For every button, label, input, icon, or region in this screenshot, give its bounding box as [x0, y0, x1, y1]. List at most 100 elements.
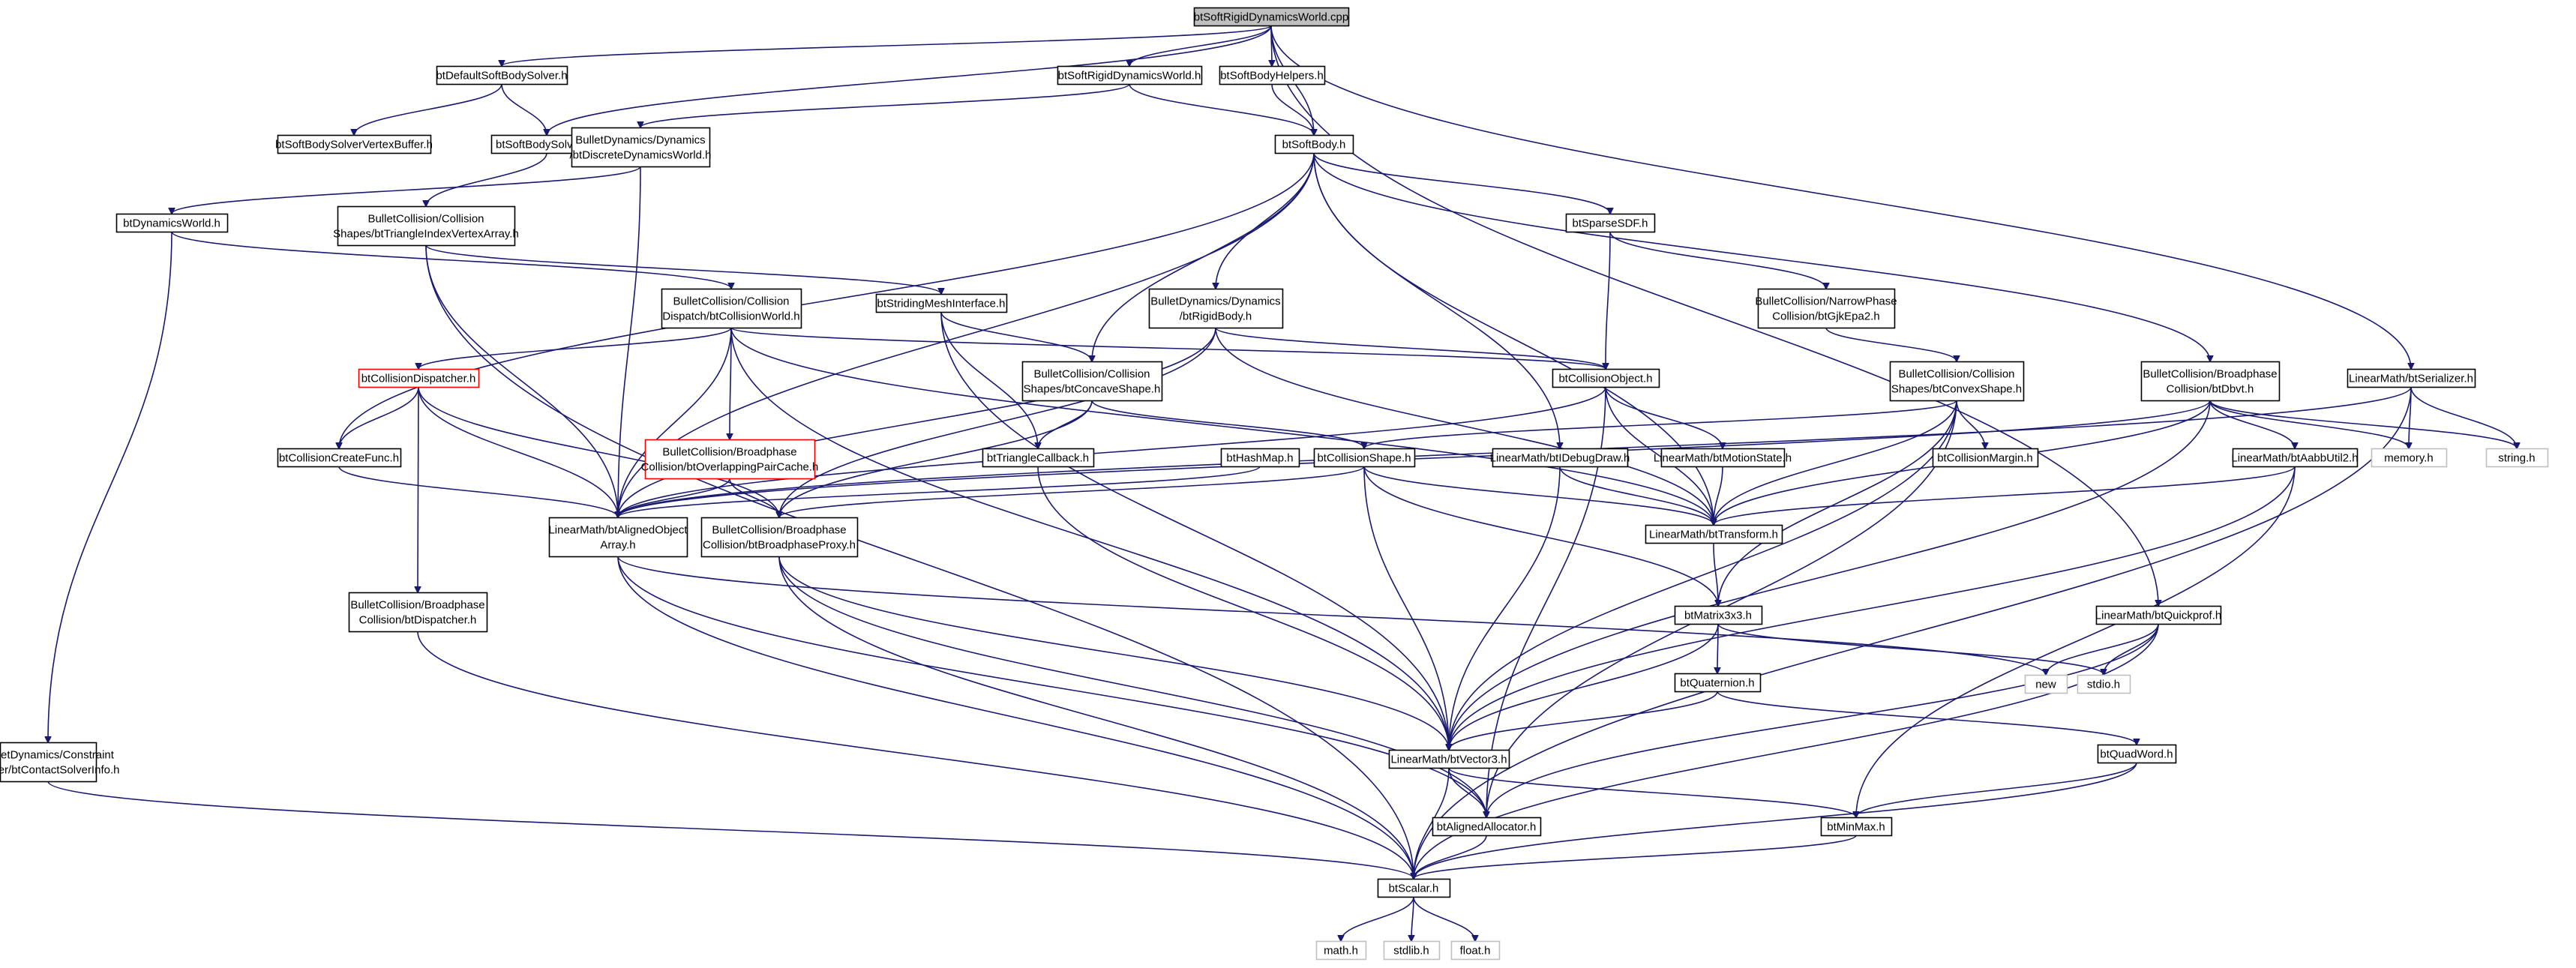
file-node-srdw_h[interactable]: btSoftRigidDynamicsWorld.h: [1057, 65, 1203, 85]
file-node-sparsesdf[interactable]: btSparseSDF.h: [1565, 213, 1656, 233]
node-label: BulletCollision/Collision: [673, 295, 789, 307]
node-label: memory.h: [2384, 451, 2434, 464]
node-label: LinearMath/btTransform.h: [1649, 528, 1778, 541]
file-node-discrete[interactable]: BulletDynamics/Dynamics/btDiscreteDynami…: [570, 127, 712, 168]
node-box: [1492, 448, 1629, 468]
edge-softbody-to-dbvt: [1313, 152, 2210, 361]
file-node-trivert[interactable]: BulletCollision/CollisionShapes/btTriang…: [333, 205, 519, 247]
file-node-memory[interactable]: memory.h: [2371, 448, 2448, 468]
file-node-constraint[interactable]: BulletDynamics/ConstraintSolver/btContac…: [0, 742, 119, 783]
file-node-colworld[interactable]: BulletCollision/CollisionDispatch/btColl…: [661, 288, 802, 329]
file-node-math[interactable]: math.h: [1315, 940, 1367, 961]
edge-colshape-to-bproxy: [779, 466, 1365, 517]
file-node-helpers[interactable]: btSoftBodyHelpers.h: [1219, 65, 1326, 85]
node-label: btTriangleCallback.h: [987, 451, 1089, 464]
file-node-scalar[interactable]: btScalar.h: [1377, 878, 1451, 898]
edge-colworld-to-dispatcher: [418, 327, 732, 369]
edge-root-to-solvers: [547, 25, 1272, 135]
file-node-gjkepa[interactable]: BulletCollision/NarrowPhaseCollision/btG…: [1755, 288, 1897, 329]
file-node-defsolver[interactable]: btDefaultSoftBodySolver.h: [436, 65, 568, 85]
node-box: [1432, 817, 1542, 837]
edge-colshape-to-vector3: [1363, 466, 1449, 750]
edge-aabbutil-to-transform: [1714, 466, 2296, 525]
file-node-float[interactable]: float.h: [1450, 940, 1501, 961]
node-label: Dispatch/btCollisionWorld.h: [662, 310, 799, 322]
node-label: string.h: [2498, 451, 2535, 464]
file-node-allocator[interactable]: btAlignedAllocator.h: [1432, 817, 1542, 837]
file-node-motionstate[interactable]: LinearMath/btMotionState.h: [1654, 448, 1792, 468]
edge-softbody-to-rigidbody: [1216, 152, 1315, 289]
file-node-stdio[interactable]: stdio.h: [2077, 674, 2131, 694]
node-box: [2095, 605, 2222, 625]
file-node-bproxy[interactable]: BulletCollision/BroadphaseCollision/btBr…: [700, 517, 859, 558]
file-node-softbody[interactable]: btSoftBody.h: [1274, 134, 1354, 154]
node-label: BulletCollision/Broadphase: [2143, 367, 2277, 380]
node-box: [337, 205, 516, 247]
file-node-colobj[interactable]: btCollisionObject.h: [1552, 368, 1660, 388]
file-node-new[interactable]: new: [2024, 674, 2068, 694]
file-node-colshape[interactable]: btCollisionShape.h: [1313, 448, 1416, 468]
file-node-serializer[interactable]: LinearMath/btSerializer.h: [2347, 368, 2476, 388]
edge-root-to-serializer: [1270, 25, 2411, 369]
edge-rigidbody-to-transform: [1215, 327, 1714, 525]
edge-dynworld-to-constraint: [48, 231, 172, 742]
file-node-transform[interactable]: LinearMath/btTransform.h: [1645, 524, 1783, 544]
file-node-convex[interactable]: BulletCollision/CollisionShapes/btConvex…: [1889, 361, 2025, 402]
edge-convex-to-transform: [1714, 400, 1957, 525]
node-box: [1219, 65, 1326, 85]
file-node-hashmap[interactable]: btHashMap.h: [1220, 448, 1300, 468]
edge-trivert-to-scalar: [425, 244, 1414, 879]
file-node-tricb[interactable]: btTriangleCallback.h: [982, 448, 1095, 468]
edge-root-to-quickprof: [1270, 25, 2158, 606]
edge-helpers-to-softbody: [1271, 83, 1314, 135]
edge-rigidbody-to-bproxy: [779, 327, 1216, 517]
edge-discrete-to-alignedarr: [618, 166, 641, 517]
file-node-rigidbody[interactable]: BulletDynamics/Dynamics/btRigidBody.h: [1148, 288, 1284, 329]
file-node-dispatcher[interactable]: btCollisionDispatcher.h: [358, 368, 480, 388]
file-node-matrix[interactable]: btMatrix3x3.h: [1674, 605, 1763, 625]
edge-root-to-defsolver: [502, 25, 1272, 66]
file-node-dynworld[interactable]: btDynamicsWorld.h: [115, 213, 229, 233]
file-node-debugdraw[interactable]: LinearMath/btIDebugDraw.h: [1490, 448, 1630, 468]
edge-stridemesh-to-tricb: [940, 311, 1038, 448]
node-box: [1315, 940, 1367, 961]
node-box: [1932, 448, 2039, 468]
node-label: Shapes/btConcaveShape.h: [1024, 382, 1161, 395]
file-node-minmax[interactable]: btMinMax.h: [1820, 817, 1893, 837]
file-node-stdlib[interactable]: stdlib.h: [1383, 940, 1441, 961]
file-node-dbvt[interactable]: BulletCollision/BroadphaseCollision/btDb…: [2140, 361, 2281, 402]
node-label: stdio.h: [2087, 678, 2120, 691]
edge-colworld-to-transform: [730, 327, 1714, 525]
file-node-overlap[interactable]: BulletCollision/BroadphaseCollision/btOv…: [641, 439, 819, 480]
file-node-vector3[interactable]: LinearMath/btVector3.h: [1388, 749, 1510, 769]
file-node-quadword[interactable]: btQuadWord.h: [2097, 744, 2177, 764]
node-label: btMinMax.h: [1827, 820, 1885, 833]
node-label: Collision/btOverlappingPairCache.h: [641, 460, 819, 473]
edge-debugdraw-to-vector3: [1449, 466, 1561, 750]
file-node-root[interactable]: btSoftRigidDynamicsWorld.cpp: [1193, 7, 1350, 27]
node-box: [1220, 448, 1300, 468]
edge-tricb-to-vector3: [1037, 466, 1449, 750]
edge-colobj-to-transform: [1605, 386, 1714, 525]
file-node-quaternion[interactable]: btQuaternion.h: [1674, 673, 1762, 693]
file-node-aabbutil[interactable]: LinearMath/btAabbUtil2.h: [2231, 448, 2359, 468]
edge-quadword-to-minmax: [1856, 762, 2137, 817]
node-box: [1820, 817, 1893, 837]
node-box: [1377, 878, 1451, 898]
file-node-bpdispatch[interactable]: BulletCollision/BroadphaseCollision/btDi…: [348, 592, 488, 633]
edge-gjkepa-to-convex: [1825, 327, 1957, 361]
file-node-stridemesh[interactable]: btStridingMeshInterface.h: [875, 293, 1008, 313]
file-node-colcreate[interactable]: btCollisionCreateFunc.h: [277, 448, 402, 468]
file-node-string[interactable]: string.h: [2485, 448, 2549, 468]
file-node-quickprof[interactable]: LinearMath/btQuickprof.h: [2095, 605, 2222, 625]
node-label: btScalar.h: [1389, 882, 1439, 895]
node-box: [700, 517, 859, 558]
edge-aabbutil-to-vector3: [1449, 466, 2296, 750]
node-label: LinearMath/btAlignedObject: [548, 523, 688, 536]
edge-scalar-to-stdlib: [1411, 896, 1414, 941]
file-node-vertexbuf[interactable]: btSoftBodySolverVertexBuffer.h: [275, 134, 433, 154]
node-label: BulletCollision/Broadphase: [712, 523, 846, 536]
file-node-colmargin[interactable]: btCollisionMargin.h: [1932, 448, 2039, 468]
file-node-concave[interactable]: BulletCollision/CollisionShapes/btConcav…: [1021, 361, 1163, 402]
